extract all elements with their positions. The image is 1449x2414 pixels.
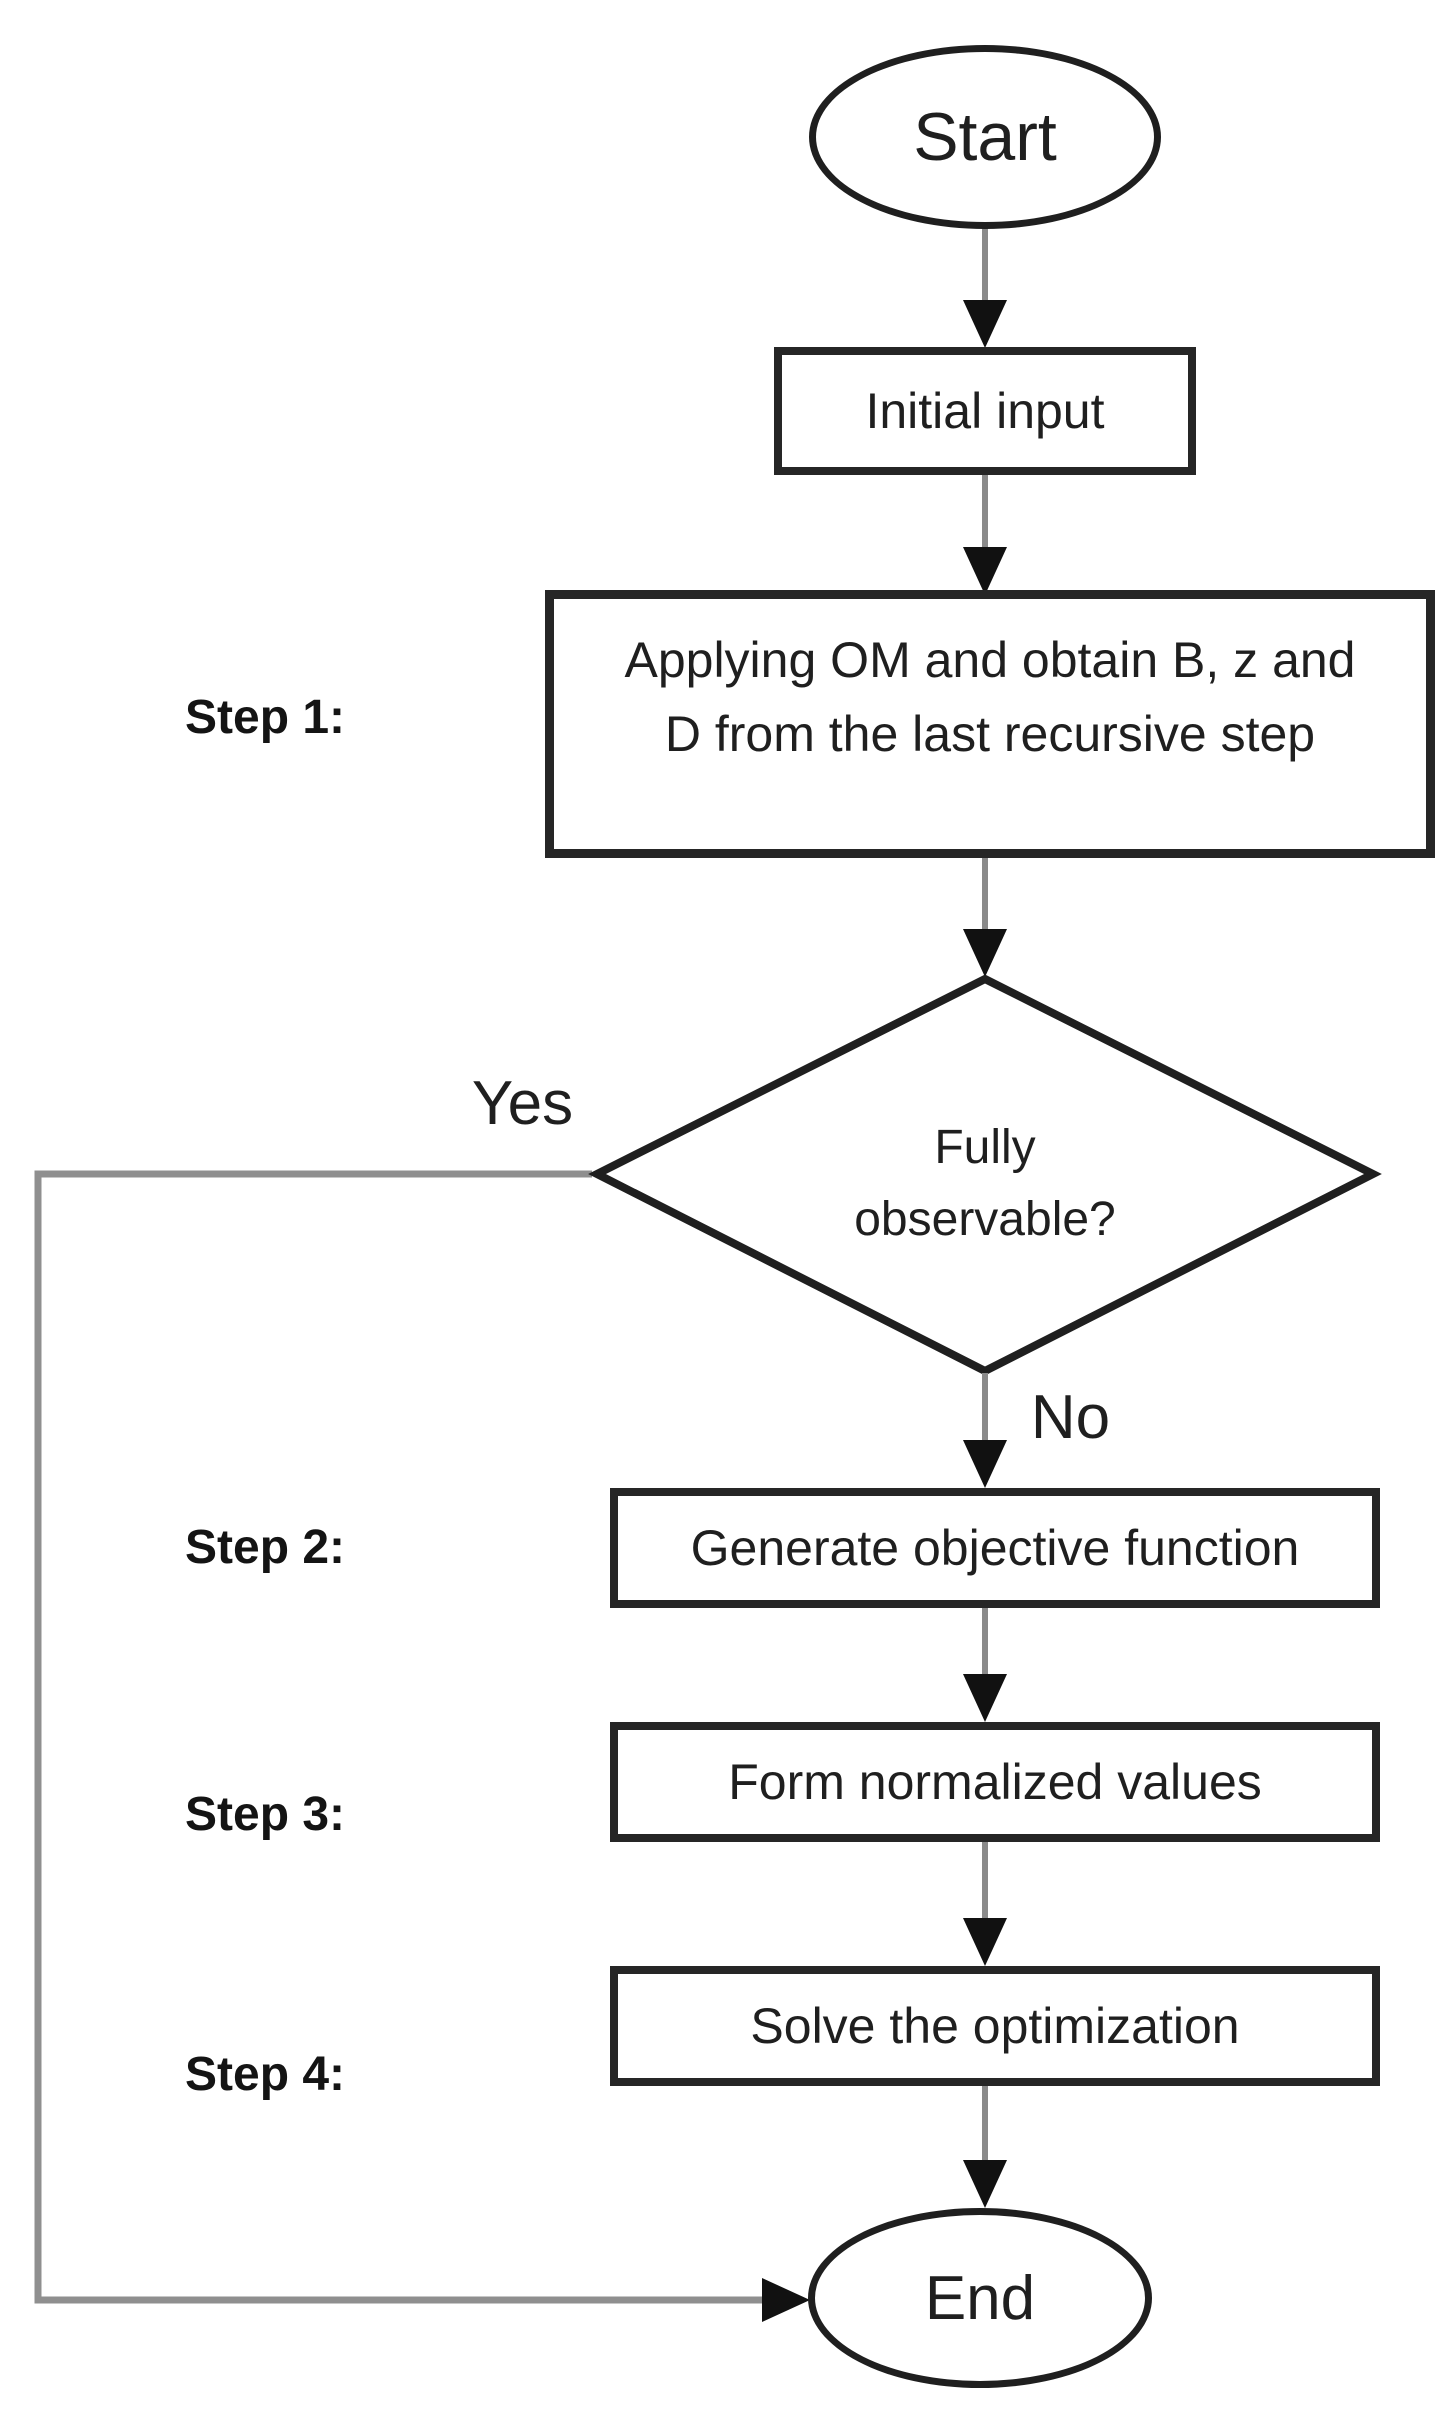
edge-yes-loop-to-end — [34, 1170, 810, 2322]
no-edge-label: No — [1030, 1383, 1111, 1452]
step2-process-box: Generate objective function — [610, 1488, 1380, 1608]
step4-side-label: Step 4: — [185, 2048, 346, 2101]
step4-process-box: Solve the optimization — [610, 1966, 1380, 2086]
edge-step3-to-step4 — [963, 1840, 1007, 1966]
edge-initial-input-to-step1 — [963, 474, 1007, 595]
decision-diamond-shape — [588, 974, 1382, 1376]
arrowhead-down-icon — [963, 547, 1007, 595]
step2-side-label: Step 2: — [185, 1521, 346, 1574]
arrowhead-down-icon — [963, 1440, 1007, 1488]
step3-process-box: Form normalized values — [610, 1722, 1380, 1842]
step1-process-box: Applying OM and obtain B, z and D from t… — [545, 590, 1435, 858]
yes-edge-label: Yes — [471, 1069, 574, 1138]
edge-step4-to-end — [963, 2086, 1007, 2208]
arrowhead-down-icon — [963, 929, 1007, 977]
initial-input-label: Initial input — [865, 383, 1105, 439]
step1-line2: D from the last recursive step — [664, 706, 1316, 762]
step4-label: Solve the optimization — [750, 1998, 1240, 2054]
connector-line — [34, 1170, 764, 2304]
step3-label: Form normalized values — [728, 1754, 1262, 1810]
start-terminator: Start — [809, 45, 1161, 229]
arrowhead-down-icon — [963, 1918, 1007, 1966]
decision-label: Fully observable? — [785, 1112, 1185, 1256]
decision-line2: observable? — [854, 1193, 1116, 1246]
end-label: End — [924, 2263, 1036, 2333]
edge-decision-no-to-step2 — [963, 1373, 1007, 1488]
edge-step2-to-step3 — [963, 1607, 1007, 1722]
arrowhead-right-icon — [762, 2278, 810, 2322]
arrowhead-down-icon — [963, 1674, 1007, 1722]
arrowhead-down-icon — [963, 300, 1007, 348]
initial-input-box: Initial input — [774, 347, 1196, 475]
edge-start-to-initial-input — [963, 228, 1007, 348]
end-terminator: End — [808, 2208, 1152, 2388]
start-label: Start — [913, 99, 1057, 175]
step3-side-label: Step 3: — [185, 1788, 346, 1841]
step1-side-label: Step 1: — [185, 691, 346, 744]
edge-step1-to-decision — [963, 857, 1007, 977]
step2-label: Generate objective function — [690, 1520, 1300, 1576]
arrowhead-down-icon — [963, 2160, 1007, 2208]
decision-line1: Fully — [934, 1121, 1036, 1174]
step1-line1: Applying OM and obtain B, z and — [624, 632, 1356, 688]
